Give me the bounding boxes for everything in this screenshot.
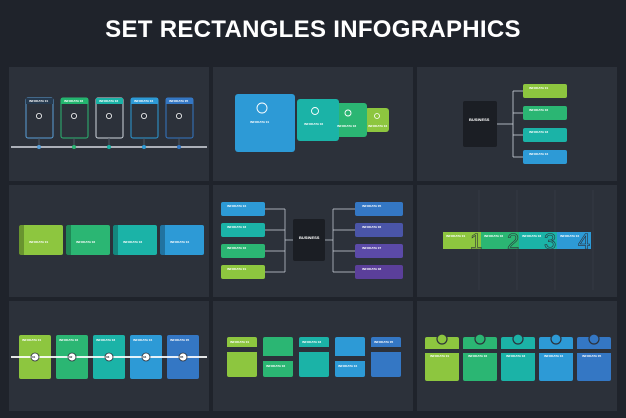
- square-label: INFODATA 04: [368, 124, 388, 128]
- card-label: INFODATA 04: [134, 99, 154, 103]
- block-label: INFODATA 01: [230, 340, 250, 344]
- panel-3-business-map: BUSINESS INFODATA 01 INFODATA 02 INFODAT…: [417, 67, 617, 181]
- icon-card-label: INFODATA 04: [544, 354, 564, 358]
- branch-label: INFODATA 04: [227, 204, 247, 208]
- strip-label: INFODATA 03: [522, 234, 542, 238]
- center-label: BUSINESS: [469, 117, 490, 122]
- step-number: 3: [544, 229, 557, 255]
- node-number: 03: [106, 355, 110, 359]
- icon-card-label: INFODATA 03: [506, 354, 526, 358]
- card-label: INFODATA 05: [169, 99, 189, 103]
- strip-label: INFODATA 01: [446, 234, 466, 238]
- branch-label: INFODATA 05: [362, 204, 382, 208]
- node-label: INFODATA 01: [22, 338, 42, 342]
- square-label: INFODATA 03: [337, 124, 357, 128]
- block-label: INFODATA 03: [302, 340, 322, 344]
- panel-6-numbered-strip: INFODATA 01 INFODATA 02 INFODATA 03 INFO…: [417, 185, 617, 297]
- panel-8-split-blocks: INFODATA 01 INFODATA 02 INFODATA 03 INFO…: [213, 301, 413, 411]
- node-label: INFODATA 03: [96, 338, 116, 342]
- node-label: INFODATA 02: [59, 338, 79, 342]
- branch-label: INFODATA 04: [529, 152, 549, 156]
- strip-label: INFODATA 02: [484, 234, 504, 238]
- card-label: INFODATA 01: [29, 99, 49, 103]
- tab-label: INFODATA 01: [29, 240, 49, 244]
- step-number: 2: [507, 229, 520, 255]
- icon-card-label: INFODATA 05: [582, 354, 602, 358]
- node-number: 05: [180, 355, 184, 359]
- strip-label: INFODATA 04: [560, 234, 580, 238]
- tab-label: INFODATA 04: [170, 240, 190, 244]
- node-label: INFODATA 04: [133, 338, 153, 342]
- branch-label: INFODATA 02: [529, 108, 549, 112]
- branch-label: INFODATA 02: [227, 246, 247, 250]
- branch-label: INFODATA 06: [362, 225, 382, 229]
- node-number: 01: [32, 355, 36, 359]
- panel-7-node-timeline: INFODATA 01 INFODATA 02 INFODATA 03 INFO…: [9, 301, 209, 411]
- branch-label: INFODATA 01: [529, 86, 549, 90]
- card-label: INFODATA 03: [99, 99, 119, 103]
- panel-2-stacked-squares: INFODATA 01 INFODATA 02 INFODATA 03 INFO…: [213, 67, 413, 181]
- card-label: INFODATA 02: [64, 99, 84, 103]
- step-number: 1: [470, 229, 483, 255]
- block-label: INFODATA 04: [338, 364, 358, 368]
- tab-label: INFODATA 02: [76, 240, 96, 244]
- branch-label: INFODATA 03: [529, 130, 549, 134]
- branch-label: INFODATA 07: [362, 246, 382, 250]
- tab-label: INFODATA 03: [123, 240, 143, 244]
- branch-label: INFODATA 08: [362, 267, 382, 271]
- square-label: INFODATA 01: [250, 120, 270, 124]
- node-label: INFODATA 05: [170, 338, 190, 342]
- icon-card-label: INFODATA 02: [468, 354, 488, 358]
- node-number: 02: [69, 355, 73, 359]
- panel-5-business-map-8: BUSINESS INFODATA 04 INFODATA 03 INFODAT…: [213, 185, 413, 297]
- panel-4-folded-tabs: INFODATA 01 INFODATA 02 INFODATA 03 INFO…: [9, 185, 209, 297]
- page-title: SET RECTANGLES INFOGRAPHICS: [105, 16, 521, 43]
- icon-card-label: INFODATA 01: [430, 354, 450, 358]
- branch-label: INFODATA 03: [227, 225, 247, 229]
- square-label: INFODATA 02: [304, 122, 324, 126]
- panel-9-icon-cards: INFODATA 01 INFODATA 02 INFODATA 03 INFO…: [417, 301, 617, 411]
- block-label: INFODATA 05: [374, 340, 394, 344]
- node-number: 04: [143, 355, 147, 359]
- branch-label: INFODATA 01: [227, 267, 247, 271]
- block-label: INFODATA 02: [266, 364, 286, 368]
- center-label: BUSINESS: [299, 235, 320, 240]
- step-number: 4: [578, 229, 591, 255]
- panel-1-timeline-cards: INFODATA 01 INFODATA 02 INFODATA 03 INFO…: [9, 67, 209, 181]
